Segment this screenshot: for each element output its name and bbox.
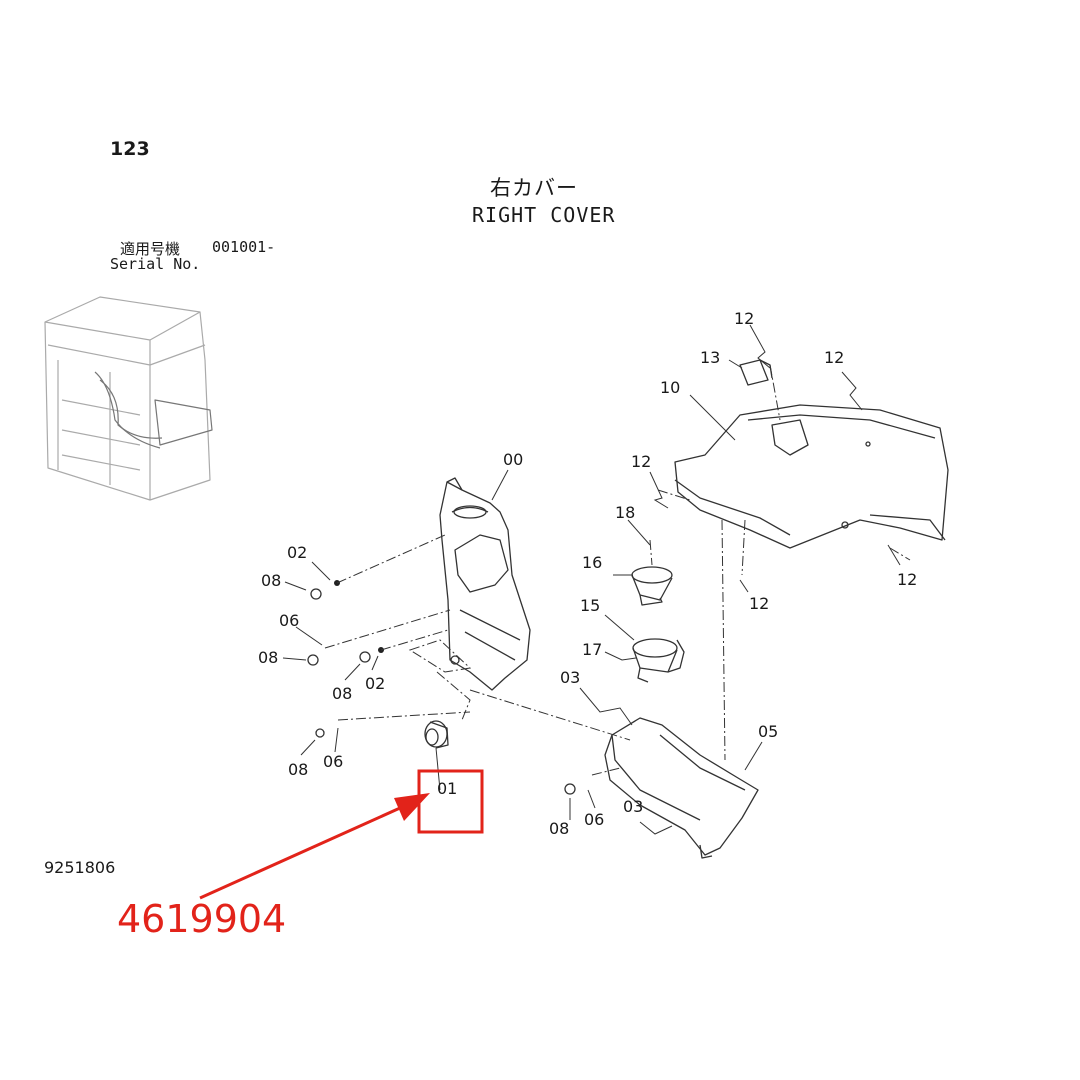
callout-06: 06 (279, 611, 299, 630)
callout-17: 17 (582, 640, 602, 659)
grommet-part-01 (424, 720, 449, 749)
callout-06: 06 (323, 752, 343, 771)
callout-15: 15 (580, 596, 600, 615)
assembly-lines (324, 364, 911, 776)
reference-number: 9251806 (44, 858, 116, 877)
machine-location-thumbnail (44, 296, 213, 501)
pad-part-13 (739, 359, 773, 386)
fasteners (307, 588, 576, 795)
callout-02: 02 (365, 674, 385, 693)
callout-13: 13 (700, 348, 720, 367)
cover-part-00 (439, 477, 531, 691)
callout-12: 12 (734, 309, 754, 328)
callout-03: 03 (623, 797, 643, 816)
diagram-title-japanese: 右カバー (490, 176, 578, 200)
leader-lines (282, 324, 901, 835)
callout-08: 08 (332, 684, 352, 703)
callout-08: 08 (261, 571, 281, 590)
callout-08: 08 (549, 819, 569, 838)
callout-01: 01 (437, 779, 457, 798)
serial-label-english: Serial No. (110, 255, 201, 273)
callout-06: 06 (584, 810, 604, 829)
callout-00: 00 (503, 450, 523, 469)
callout-10: 10 (660, 378, 680, 397)
serial-label-japanese: 適用号機 (120, 240, 181, 258)
cover-part-10 (674, 404, 949, 549)
callout-12: 12 (631, 452, 651, 471)
cup-holder-part-15 (632, 638, 685, 683)
part-number-label: 4619904 (117, 897, 287, 941)
page-number: 123 (110, 138, 150, 160)
callout-12: 12 (749, 594, 769, 613)
red-arrow-icon (199, 793, 430, 900)
callout-16: 16 (582, 553, 602, 572)
callout-18: 18 (615, 503, 635, 522)
callout-labels: 00 01 02 02 03 03 05 06 06 06 08 08 08 0… (258, 309, 917, 838)
callout-12: 12 (824, 348, 844, 367)
callout-05: 05 (758, 722, 778, 741)
callout-08: 08 (288, 760, 308, 779)
cup-holder-part-16 (631, 566, 673, 606)
cover-part-05 (604, 717, 759, 859)
callout-08: 08 (258, 648, 278, 667)
callout-02: 02 (287, 543, 307, 562)
diagram-title-english: RIGHT COVER (472, 203, 616, 227)
serial-number-value: 001001- (212, 238, 276, 256)
callout-12: 12 (897, 570, 917, 589)
callout-03: 03 (560, 668, 580, 687)
